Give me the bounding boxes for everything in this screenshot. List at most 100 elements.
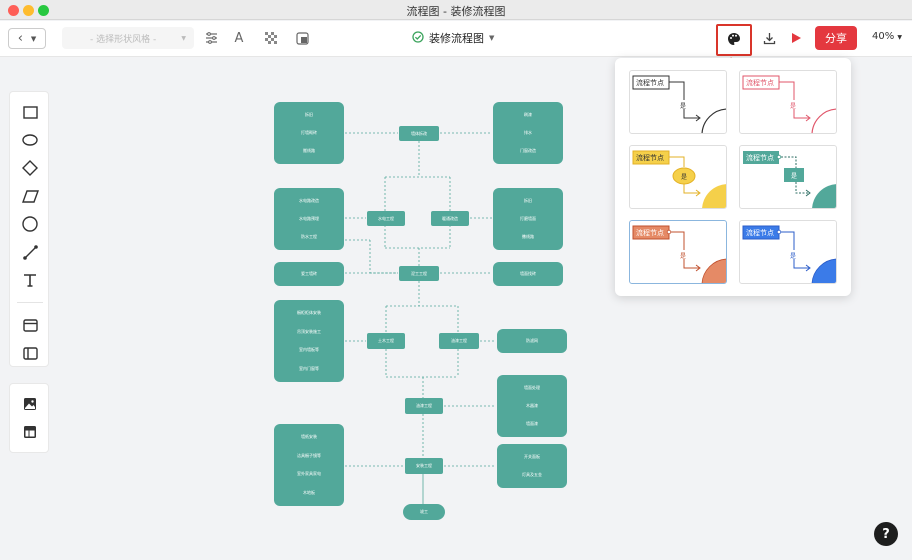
shape-style-select[interactable]: - 选择形状风格 - ▼ (62, 27, 194, 49)
container-icon[interactable] (10, 311, 50, 339)
flow-node[interactable]: 油漆工程 (405, 398, 443, 414)
flow-node[interactable]: 安装工程 (405, 458, 443, 474)
theme-card-selected[interactable]: 流程节点 是 (629, 220, 727, 284)
node-label: 暖通改造 (442, 215, 458, 221)
share-button[interactable]: 分享 (815, 26, 857, 50)
node-line: 水电路预埋 (299, 216, 319, 221)
flowchart-connectors (345, 132, 496, 504)
flow-node[interactable]: 墙面处理 木器漆 墙面漆 (497, 375, 567, 437)
zoom-select[interactable]: 40% ▼ (872, 31, 902, 42)
node-line: 水电路改造 (299, 198, 319, 203)
node-line: 拆旧 (524, 198, 532, 203)
download-icon[interactable] (760, 29, 778, 47)
flow-node[interactable]: 水电路改造 水电路预埋 防水工程 (274, 188, 344, 250)
flow-node[interactable]: 水电工程 (367, 211, 405, 226)
flow-node[interactable]: 墙纸安装 洁具橱子镜等 室外家具家电 木地板 (274, 424, 344, 506)
theme-card[interactable]: 流程节点 是 (739, 145, 837, 209)
theme-popup: 流程节点 是 流程节点 是 流程节点 是 (615, 58, 851, 296)
chevron-left-icon: ‹ (17, 31, 23, 46)
node-label: 瓷工墙砖 (301, 271, 317, 276)
theme-edge-label: 是 (680, 253, 687, 260)
theme-edge-label: 是 (790, 103, 797, 110)
theme-node-label: 流程节点 (636, 79, 664, 87)
node-label: 竣工 (420, 509, 428, 514)
node-line: 排水 (524, 130, 532, 135)
flow-node[interactable]: 墙体拆改 (399, 126, 439, 141)
check-circle-icon (412, 30, 424, 46)
toolbox-divider (17, 302, 43, 303)
flow-node[interactable]: 泥工工程 (399, 266, 439, 281)
diamond-icon[interactable] (10, 154, 50, 182)
flow-node[interactable]: 竣工 (403, 504, 445, 520)
help-button[interactable]: ? (874, 522, 898, 546)
back-button[interactable]: ‹ ▼ (8, 28, 46, 49)
fill-pattern-icon[interactable] (262, 29, 280, 47)
palette-icon (727, 31, 741, 50)
question-icon: ? (882, 526, 890, 542)
node-line: 墙面处理 (524, 385, 540, 390)
font-icon[interactable]: A (234, 30, 244, 46)
maximize-window-button[interactable] (38, 5, 49, 16)
image-icon[interactable] (10, 390, 50, 418)
node-label: 土木工程 (378, 338, 394, 343)
flow-node[interactable]: 拆旧 打墙砌砖 搬线路 (274, 102, 344, 164)
ellipse-icon[interactable] (10, 126, 50, 154)
document-title-label: 装修流程图 (429, 32, 484, 45)
flow-node[interactable]: 拆旧 打磨墙面 撒线路 (493, 188, 563, 250)
play-icon[interactable] (787, 29, 805, 47)
theme-edge-label: 是 (791, 173, 798, 180)
node-label: 油漆工程 (416, 403, 432, 408)
node-line: 开关面板 (524, 454, 540, 459)
window-titlebar: 流程图 - 装修流程图 (0, 0, 912, 20)
node-label: 安装工程 (416, 463, 432, 468)
top-toolbar: ‹ ▼ - 选择形状风格 - ▼ A 装修流程图 ▼ 分享 40% ▼ (0, 21, 912, 57)
text-icon[interactable] (10, 266, 50, 294)
node-line: 打墙砌砖 (301, 130, 317, 135)
node-line: 木地板 (303, 489, 315, 495)
flow-node[interactable]: 土木工程 (367, 333, 405, 349)
theme-edge-label: 是 (681, 174, 688, 181)
parallelogram-icon[interactable] (10, 182, 50, 210)
theme-palette-button[interactable] (716, 24, 752, 56)
flow-node[interactable]: 瓷工墙砖 (274, 262, 344, 286)
adjust-icon[interactable] (202, 29, 220, 47)
flowchart-canvas[interactable]: 拆旧 打墙砌砖 搬线路 墙体拆改 刷漆 排水 门窗改造 水电路改造 水电路预埋 … (240, 90, 600, 530)
node-line: 室内墙板等 (299, 347, 319, 353)
document-title[interactable]: 装修流程图 ▼ (412, 30, 494, 46)
node-label: 泥工工程 (411, 270, 427, 276)
node-label: 水电工程 (378, 215, 394, 221)
caret-down-icon: ▼ (897, 34, 903, 41)
flow-node[interactable]: 油漆工程 (439, 333, 479, 349)
node-line: 门窗改造 (520, 148, 536, 153)
theme-card[interactable]: 流程节点 是 (629, 145, 727, 209)
flow-node[interactable]: 防滤网 (497, 329, 567, 353)
node-label: 墙体拆改 (411, 130, 427, 136)
theme-preview (742, 75, 836, 133)
node-line: 拆旧 (305, 112, 313, 117)
caret-down-icon: ▼ (489, 34, 495, 42)
theme-preview (743, 151, 836, 208)
theme-edge-label: 是 (680, 103, 687, 110)
close-window-button[interactable] (8, 5, 19, 16)
line-icon[interactable] (10, 238, 50, 266)
shape-toolbox (9, 91, 49, 367)
flow-node[interactable]: 暖通改造 (431, 211, 469, 226)
media-toolbox (9, 383, 49, 453)
theme-card[interactable]: 流程节点 是 (739, 220, 837, 284)
flow-node[interactable]: 刷漆 排水 门窗改造 (493, 102, 563, 164)
flow-node[interactable]: 橱柜柜体安装 吊顶安装施工 室内墙板等 室内门窗等 (274, 300, 344, 382)
rectangle-icon[interactable] (10, 98, 50, 126)
theme-node-label: 流程节点 (636, 154, 664, 162)
flow-node[interactable]: 墙面找砖 (493, 262, 563, 286)
theme-node-label: 流程节点 (636, 229, 664, 237)
theme-card[interactable]: 流程节点 是 (629, 70, 727, 134)
flow-node[interactable]: 开关面板 灯具及五金 (497, 444, 567, 488)
circle-icon[interactable] (10, 210, 50, 238)
node-label: 油漆工程 (451, 338, 467, 343)
zoom-level: 40% (872, 31, 895, 42)
minimize-window-button[interactable] (23, 5, 34, 16)
template-icon[interactable] (10, 418, 50, 446)
theme-card[interactable]: 流程节点 是 (739, 70, 837, 134)
arrange-icon[interactable] (293, 29, 311, 47)
swimlane-icon[interactable] (10, 339, 50, 367)
